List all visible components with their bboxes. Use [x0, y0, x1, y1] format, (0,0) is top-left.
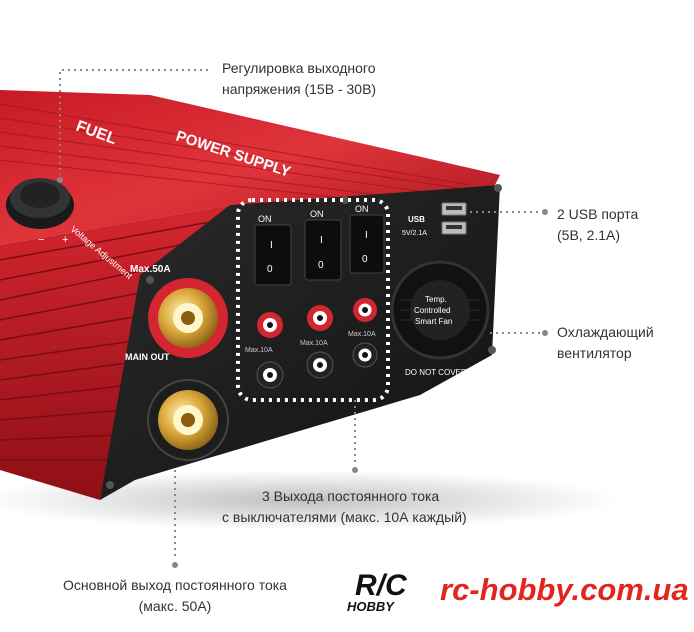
callout-usb-ports: 2 USB порта (5В, 2.1А) — [557, 204, 638, 246]
do-not-cover-label: DO NOT COVER! — [405, 368, 469, 377]
fan-label-1: Temp. — [425, 295, 447, 304]
dc-port-red-2[interactable] — [307, 305, 333, 331]
usb-port-2[interactable] — [441, 221, 467, 235]
switch-2[interactable]: ON I 0 — [304, 209, 342, 281]
main-output-negative[interactable] — [147, 379, 229, 461]
max10-label-2: Max.10A — [300, 340, 328, 347]
max50-label: Max.50A — [130, 264, 171, 275]
callout-main-output: Основной выход постоянного тока (макс. 5… — [44, 575, 306, 617]
case-top-fins — [0, 103, 471, 201]
main-output-positive[interactable] — [148, 278, 228, 358]
switch-2-one-label: I — [320, 235, 323, 246]
callout-main-line2: (макс. 50А) — [138, 598, 212, 614]
dc-port-red-1[interactable] — [257, 312, 283, 338]
fan-label-3: Smart Fan — [415, 317, 452, 326]
callout-dc-line2: с выключателями (макс. 10А каждый) — [222, 509, 467, 525]
dc-port-red-3[interactable] — [353, 298, 377, 322]
site-watermark: rc-hobby.com.ua — [440, 572, 689, 607]
main-out-label: MAIN OUT — [125, 352, 170, 362]
max10-label-3: Max.10A — [348, 331, 376, 338]
dc-port-black-3[interactable] — [352, 342, 378, 368]
usb-port-1[interactable] — [441, 202, 467, 216]
logo-hobby-text: HOBBY — [347, 599, 395, 614]
callout-main-line1: Основной выход постоянного тока — [63, 577, 287, 593]
cooling-fan — [390, 260, 490, 360]
switch-1-on-label: ON — [258, 214, 272, 224]
switch-1[interactable]: ON I 0 — [254, 214, 292, 286]
minus-label: − — [38, 234, 44, 246]
usb-rating-label: 5V/2.1A — [402, 230, 427, 237]
callout-lines — [57, 69, 548, 568]
max10-label-1: Max.10A — [245, 347, 273, 354]
switch-1-zero-label: 0 — [267, 264, 273, 275]
case-side-fins — [0, 221, 211, 461]
switch-3-one-label: I — [365, 230, 368, 241]
switch-2-on-label: ON — [310, 209, 324, 219]
dc-port-black-2[interactable] — [306, 351, 334, 379]
callout-dc-outputs: 3 Выхода постоянного тока с выключателям… — [222, 486, 467, 528]
switch-3[interactable]: ON I 0 — [349, 204, 385, 274]
callout-fan-line1: Охлаждающий — [557, 324, 654, 340]
dc-port-black-1[interactable] — [256, 361, 284, 389]
logo-rc-text: R/C — [355, 569, 408, 602]
fan-label-2: Controlled — [414, 306, 450, 315]
switch-1-one-label: I — [270, 240, 273, 251]
floor-shadow — [0, 470, 620, 530]
switch-3-zero-label: 0 — [362, 254, 368, 265]
plus-label: + — [62, 234, 68, 246]
callout-voltage-line2: напряжения (15В - 30В) — [222, 81, 377, 97]
rc-hobby-logo: R/C HOBBY — [347, 569, 408, 614]
callout-voltage-line1: Регулировка выходного — [222, 60, 376, 76]
callout-dc-line1: 3 Выхода постоянного тока — [262, 488, 440, 504]
callout-usb-line2: (5В, 2.1А) — [557, 227, 621, 243]
voltage-knob[interactable] — [6, 178, 74, 229]
case-side — [0, 205, 230, 500]
usb-label: USB — [408, 215, 425, 224]
switch-2-zero-label: 0 — [318, 260, 324, 271]
callout-voltage-adjust: Регулировка выходного напряжения (15В - … — [222, 58, 376, 100]
callout-cooling-fan: Охлаждающий вентилятор — [557, 322, 654, 364]
callout-usb-line1: 2 USB порта — [557, 206, 639, 222]
callout-fan-line2: вентилятор — [557, 345, 632, 361]
switch-3-on-label: ON — [355, 204, 369, 214]
